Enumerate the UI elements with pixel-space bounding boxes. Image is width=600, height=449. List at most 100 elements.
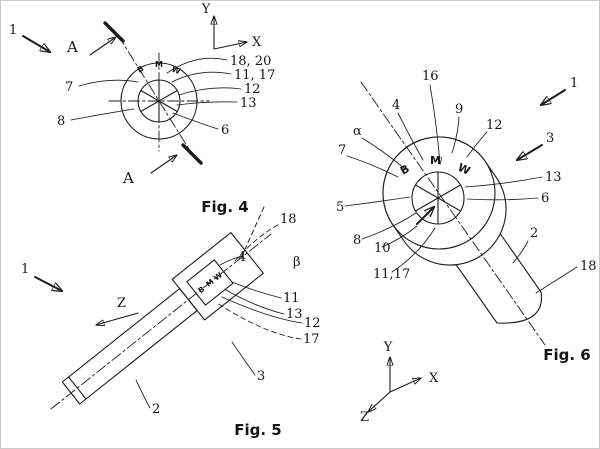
section-tick-bottom: [181, 143, 203, 165]
figure-6: B M W 16 4 9 12 α: [336, 69, 597, 425]
fig6-leader-lines: [344, 84, 578, 294]
leader-line: [344, 196, 411, 207]
axis-z: [96, 312, 139, 325]
leader-line: [233, 224, 279, 263]
leader-line: [535, 266, 578, 294]
leader-line: [231, 341, 256, 376]
axis-z-label: Z: [360, 410, 369, 425]
knob-glyph-w: W: [170, 65, 182, 77]
fig4-ref-labels: 1 7 8 18, 20 11, 17 12 13 6 A A: [9, 23, 275, 187]
leader-line: [391, 227, 436, 273]
ref-arrow-3: [517, 144, 543, 160]
ref-label-18-20: 18, 20: [230, 54, 271, 69]
leader-line: [381, 225, 418, 248]
fig4-leader-lines: [70, 57, 242, 130]
axis-y-label: Y: [383, 340, 393, 355]
figure-4: B M W Y X 1 7 8 18, 20 1: [9, 2, 275, 216]
axis-z-label: Z: [117, 296, 126, 311]
knob-glyph-w: W: [456, 161, 472, 178]
ref-label-4: 4: [392, 98, 400, 113]
shaft-bottom-cap: [496, 291, 542, 324]
ref-label-12: 12: [244, 82, 261, 97]
fig6-caption: Fig. 6: [543, 346, 590, 364]
leader-line: [219, 255, 243, 266]
knob-outer-circle: [120, 62, 198, 140]
ref-arrow-1: [541, 89, 566, 105]
ref-label-13: 13: [240, 96, 257, 111]
lever-centerline: [50, 233, 272, 410]
leader-line: [346, 155, 399, 178]
inner-spokes: [140, 79, 178, 123]
leader-line: [361, 212, 417, 240]
knob-glyph-w: W: [212, 270, 225, 283]
ref-label-8: 8: [353, 233, 361, 248]
leader-line: [166, 57, 228, 74]
ref-label-6: 6: [221, 123, 229, 138]
shaft-end-bevel: [68, 376, 87, 400]
assembly-centerline: [360, 81, 546, 346]
figure-5: B M W 1 Z 4 18 β 11 13 12 17 3: [21, 206, 321, 439]
fig5-ref-labels: 1 Z 4 18 β 11 13 12 17 3 2: [21, 212, 321, 417]
ref-label-1: 1: [21, 262, 29, 277]
leader-line: [70, 108, 135, 121]
ref-label-7: 7: [338, 143, 346, 158]
leader-line: [397, 112, 424, 161]
ref-label-18: 18: [280, 212, 297, 227]
leader-line: [466, 131, 488, 158]
ref-label-11-17: 11, 17: [234, 68, 275, 83]
knob-glyph-m: M: [204, 277, 215, 289]
fig4-axes: Y X: [201, 2, 262, 50]
inner-spokes: [414, 171, 462, 225]
ref-label-3: 3: [257, 369, 265, 384]
ref-label-9: 9: [455, 102, 463, 117]
axis-x: [389, 378, 421, 393]
ref-label-13: 13: [545, 170, 562, 185]
leader-line: [451, 116, 460, 154]
ref-label-12: 12: [304, 316, 321, 331]
view-arrow-top: [89, 37, 116, 56]
leader-line: [466, 197, 539, 201]
ref-label-2: 2: [152, 402, 160, 417]
leader-line: [178, 87, 242, 96]
ref-label-6: 6: [541, 191, 549, 206]
fig4-knob-glyphs: B M W: [136, 60, 182, 76]
selector-pointer-arrow: [416, 207, 434, 225]
section-line-a-a: [117, 34, 193, 155]
fig6-ref-labels: 16 4 9 12 α 7 1 3 13 6 5 8 10 2 11,17 18: [336, 69, 597, 282]
axis-x-label: X: [252, 35, 262, 50]
leader-line: [231, 281, 282, 299]
ref-arrow-1: [34, 276, 62, 291]
section-tick-top: [103, 21, 125, 43]
ref-label-17: 17: [303, 332, 320, 347]
ref-label-3: 3: [546, 131, 554, 146]
view-arrow-bottom: [150, 155, 177, 174]
section-label-a-top: A: [66, 38, 78, 56]
ref-label-alpha: α: [353, 124, 362, 139]
fig6-axes: Y X Z: [360, 340, 439, 425]
ref-label-11-17: 11,17: [373, 267, 410, 282]
ref-label-13: 13: [286, 307, 303, 322]
fig5-caption: Fig. 5: [234, 421, 281, 439]
ref-label-16: 16: [422, 69, 439, 84]
ref-label-5: 5: [336, 200, 344, 215]
leader-line-16: [429, 84, 440, 164]
leader-line: [512, 240, 529, 264]
leader-line: [176, 101, 238, 106]
leader-line: [225, 289, 285, 315]
knob-glyph-m: M: [155, 60, 163, 69]
ref-label-1: 1: [570, 76, 578, 91]
knob-head-outline: [171, 232, 264, 321]
leader-line: [361, 137, 406, 170]
ref-label-11: 11: [283, 291, 300, 306]
axis-y-label: Y: [201, 2, 211, 17]
axis-x: [213, 42, 247, 50]
section-label-a-bottom: A: [122, 169, 134, 187]
axis-x-label: X: [429, 371, 439, 386]
ref-label-beta: β: [293, 255, 301, 270]
ref-label-7: 7: [65, 80, 73, 95]
fig5-leader-lines: [135, 224, 303, 409]
knob-top-face: [382, 136, 496, 250]
fig5-knob-glyphs: B M W: [196, 270, 224, 295]
